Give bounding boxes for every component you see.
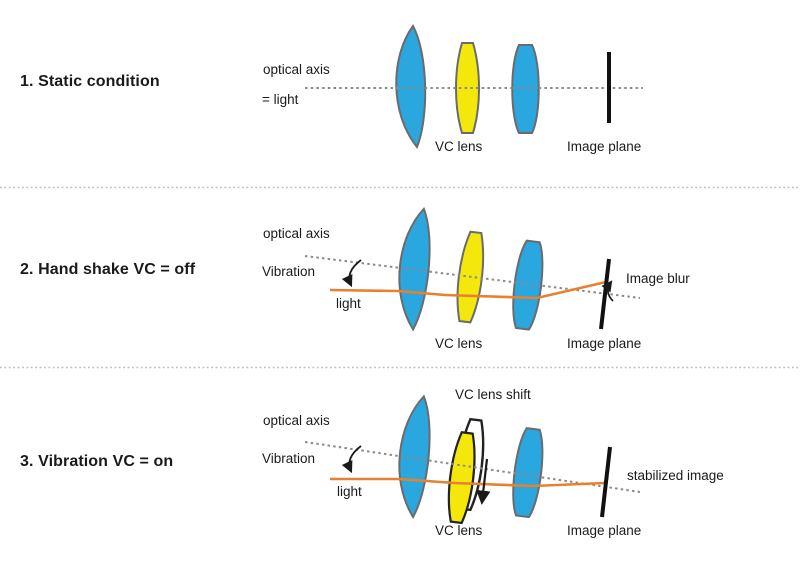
image-plane-line <box>600 446 612 518</box>
row1-title: 1. Static condition <box>20 73 160 90</box>
row3-title: 3. Vibration VC = on <box>20 453 174 470</box>
front-lens <box>391 205 437 332</box>
row2-title: 2. Hand shake VC = off <box>20 261 196 278</box>
lens-shift-arrow <box>476 458 491 505</box>
row3-vc-lens-label: VC lens <box>435 523 483 538</box>
light-ray <box>330 477 606 488</box>
front-lens <box>395 25 427 148</box>
row3-stabilized-image-label: stabilized image <box>627 468 724 483</box>
row2-vc-lens-label: VC lens <box>435 336 483 351</box>
row3-optical-axis-label: optical axis <box>263 413 330 428</box>
tilted-lens-group <box>391 205 548 332</box>
light-ray <box>329 280 607 300</box>
row2-optical-axis-label: optical axis <box>263 226 330 241</box>
optical-axis-line <box>304 255 641 299</box>
image-blur-arrow <box>601 280 614 302</box>
tilted-lens-group <box>391 393 548 525</box>
row2-light-label: light <box>336 296 361 311</box>
front-lens <box>391 393 437 519</box>
row1-image-plane-label: Image plane <box>567 139 642 154</box>
row1-optical-axis-label: optical axis <box>263 62 330 77</box>
row2-image-blur-label: Image blur <box>626 271 690 286</box>
row-vc-off <box>304 205 641 332</box>
vibration-arrow <box>341 445 362 474</box>
row3-vc-lens-shift-label: VC lens shift <box>455 387 531 402</box>
vibration-arrow <box>341 259 362 288</box>
row-vc-on <box>304 393 641 525</box>
row1-vc-lens-label: VC lens <box>435 139 483 154</box>
row3-light-label: light <box>337 484 362 499</box>
vc-lens-shifted <box>443 430 480 525</box>
rear-lens <box>508 238 548 332</box>
row2-image-plane-label: Image plane <box>567 336 642 351</box>
row2-vibration-label: Vibration <box>262 264 316 279</box>
row3-vibration-label: Vibration <box>262 451 316 466</box>
row3-image-plane-label: Image plane <box>567 523 642 538</box>
image-plane-line <box>599 258 611 330</box>
row-static <box>305 25 643 148</box>
row1-light-label: = light <box>262 92 299 107</box>
